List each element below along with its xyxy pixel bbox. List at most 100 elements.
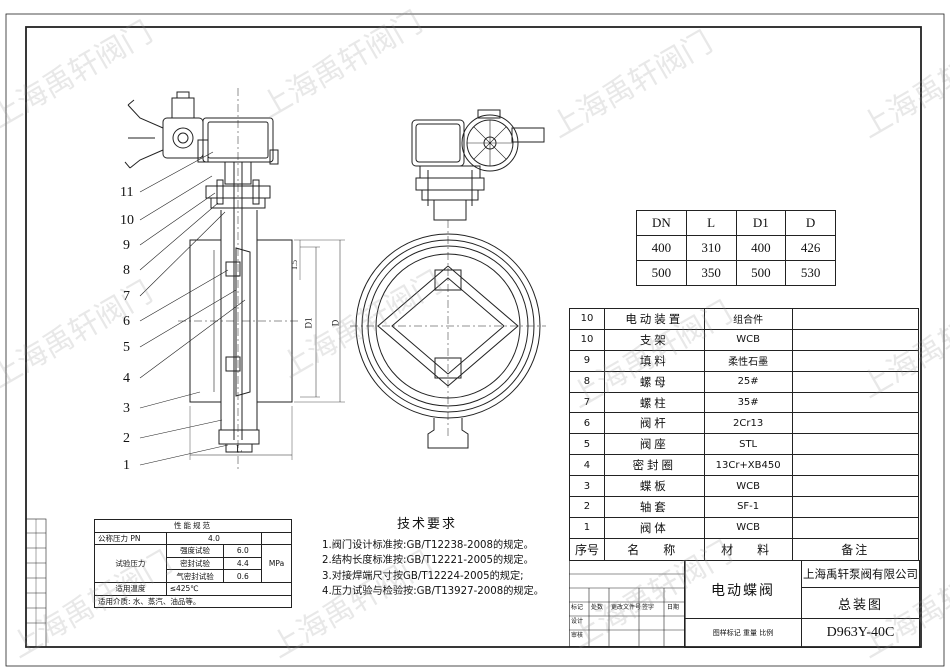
perf-title: 性能规范 xyxy=(94,519,292,533)
parts-cell-remark xyxy=(791,370,920,393)
parts-header-material: 材 料 xyxy=(703,537,793,561)
dim-cell: 500 xyxy=(735,260,787,286)
drawing-name: 总装图 xyxy=(801,587,920,619)
dim-header-cell: D1 xyxy=(735,210,787,236)
parts-cell-mat: WCB xyxy=(703,475,793,498)
dim-header-cell: D xyxy=(785,210,836,236)
company-name: 上海禹轩泵阀有限公司 xyxy=(801,560,920,588)
parts-cell-no: 5 xyxy=(569,433,605,456)
parts-cell-no: 6 xyxy=(569,412,605,435)
dimension-table: DN L D1 D 400 310 400 426 500 350 500 53… xyxy=(636,210,836,286)
title-small-label: 重量 xyxy=(743,629,758,637)
perf-media-label: 适用介质 xyxy=(98,596,128,606)
title-block: 电动蝶阀 上海禹轩泵阀有限公司 总装图 图样标记 重量 比例 D963Y-40C xyxy=(683,560,920,648)
parts-cell-name: 蝶板 xyxy=(603,475,705,498)
perf-strength-label: 强度试验 xyxy=(165,544,225,558)
parts-cell-mat: WCB xyxy=(703,516,793,539)
dimension-table-header: DN L D1 D xyxy=(636,210,836,236)
parts-cell-no: 4 xyxy=(569,454,605,477)
callout-6: 6 xyxy=(123,314,130,329)
parts-header-name: 名 称 xyxy=(603,537,705,561)
product-name: 电动蝶阀 xyxy=(683,560,803,619)
perf-media: 适用介质: 水、蒸汽、油品等。 xyxy=(94,594,292,609)
dimension-table-row: 400 310 400 426 xyxy=(636,235,836,261)
perf-seal-label: 密封试验 xyxy=(165,556,225,571)
parts-cell-no: 3 xyxy=(569,475,605,498)
title-small-label: 日期 xyxy=(667,604,680,611)
perf-test-label: 试验压力 xyxy=(94,544,167,583)
parts-cell-no: 7 xyxy=(569,391,605,414)
parts-cell-no: 8 xyxy=(569,370,605,393)
technical-requirements: 技术要求 1.阀门设计标准按:GB/T12238-2008的规定。 2.结构长度… xyxy=(322,513,562,599)
callout-4: 4 xyxy=(123,371,130,386)
dim-header-cell: L xyxy=(685,210,737,236)
dim-label-l: L xyxy=(236,444,243,455)
parts-cell-name: 密封圈 xyxy=(603,454,705,477)
callout-11: 11 xyxy=(120,185,134,200)
callout-8: 8 xyxy=(123,263,130,278)
title-sign-cells: 图样标记 重量 比例 xyxy=(683,618,803,648)
dim-label-small: 1.5 xyxy=(290,260,299,270)
dim-label-d: D xyxy=(330,319,341,327)
parts-cell-mat: SF-1 xyxy=(703,496,793,518)
drawing-code: D963Y-40C xyxy=(801,618,920,648)
dim-header-cell: DN xyxy=(636,210,687,236)
dim-label-d1: D1 xyxy=(303,317,314,329)
dim-cell: 500 xyxy=(636,260,687,286)
perf-gas-label: 气密封试验 xyxy=(165,569,225,583)
parts-cell-name: 填料 xyxy=(603,349,705,372)
parts-cell-no: 10 xyxy=(569,328,605,351)
parts-cell-mat: STL xyxy=(703,433,793,456)
tech-line: 4.压力试验与检验按:GB/T13927-2008的规定。 xyxy=(322,585,544,597)
title-small-label: 比例 xyxy=(759,629,774,637)
parts-cell-name: 阀座 xyxy=(603,433,705,456)
parts-cell-remark xyxy=(791,433,920,456)
callout-10: 10 xyxy=(120,213,134,228)
tech-line: 1.阀门设计标准按:GB/T12238-2008的规定。 xyxy=(322,540,534,551)
tech-title: 技术要求 xyxy=(396,517,457,532)
parts-cell-name: 螺柱 xyxy=(603,391,705,414)
callout-7: 7 xyxy=(123,289,130,304)
parts-cell-name: 螺母 xyxy=(603,370,705,393)
perf-seal-value: 4.4 xyxy=(223,556,263,571)
parts-cell-no: 2 xyxy=(569,496,605,518)
dimension-table-row: 500 350 500 530 xyxy=(636,260,836,286)
dim-cell: 426 xyxy=(785,235,836,261)
title-small-label: 设计 xyxy=(571,618,584,625)
perf-temp-value: ≤425℃ xyxy=(165,581,293,596)
parts-cell-no: 9 xyxy=(569,349,605,372)
parts-cell-mat: WCB xyxy=(703,328,793,351)
parts-cell-mat: 35# xyxy=(703,391,793,414)
perf-strength-value: 6.0 xyxy=(223,544,263,558)
callout-3: 3 xyxy=(123,401,130,416)
perf-temp-label: 适用温度 xyxy=(94,581,167,596)
parts-cell-remark xyxy=(791,328,920,351)
tech-line: 2.结构长度标准按:GB/T12221-2005的规定。 xyxy=(322,555,534,567)
parts-header-remark: 备注 xyxy=(791,537,920,561)
performance-spec-table: 性能规范 公称压力 PN 4.0 试验压力 强度试验 6.0 MPa 密封试验 … xyxy=(94,519,293,609)
title-small-label: 签字 xyxy=(642,604,655,611)
title-small-label: 更改文件号 xyxy=(611,604,642,611)
parts-cell-remark xyxy=(791,412,920,435)
parts-cell-mat: 组合件 xyxy=(703,308,793,330)
perf-gas-value: 0.6 xyxy=(223,569,263,583)
perf-nominal-value: 4.0 xyxy=(165,531,263,546)
callout-2: 2 xyxy=(123,431,130,446)
callout-1: 1 xyxy=(123,458,130,473)
parts-cell-remark xyxy=(791,349,920,372)
parts-cell-name: 支架 xyxy=(603,328,705,351)
dim-cell: 310 xyxy=(685,235,737,261)
tech-line: 3.对接焊端尺寸按GB/T12224-2005的规定; xyxy=(322,570,524,582)
title-small-label: 审核 xyxy=(571,632,584,639)
